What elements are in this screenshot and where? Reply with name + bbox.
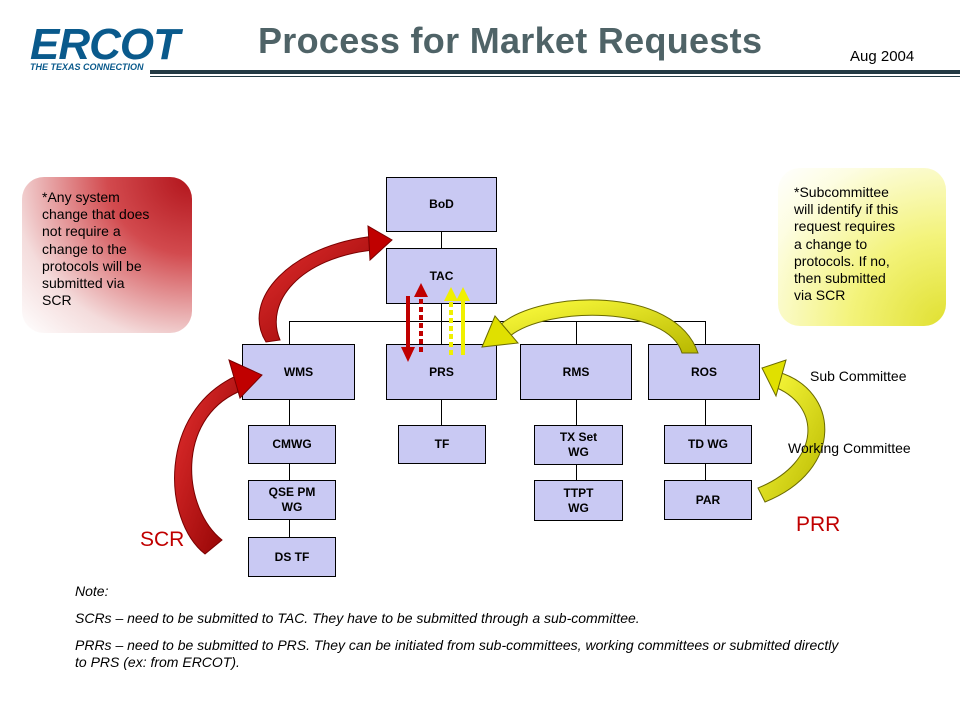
notes-section: Note: SCRs – need to be submitted to TAC…	[75, 583, 845, 681]
sub-committee-label: Sub Committee	[810, 368, 907, 384]
prr-note-text: PRRs – need to be submitted to PRS. They…	[75, 637, 839, 670]
ds-tf-box: DS TF	[248, 537, 336, 577]
prr-arrow-ros-prs	[481, 299, 699, 354]
tf-box: TF	[398, 425, 486, 464]
connector-bus-prs	[441, 321, 442, 345]
connector-bus-wms	[289, 321, 290, 345]
rms-box: RMS	[520, 344, 632, 400]
scr-note-callout: *Any system change that does not require…	[22, 177, 192, 333]
par-box: PAR	[664, 480, 752, 520]
tac-prs-yellow-arrows	[444, 287, 470, 355]
scr-note-text: SCRs – need to be submitted to TAC. They…	[75, 610, 640, 626]
tac-prs-red-arrows	[401, 283, 428, 362]
page-title: Process for Market Requests	[258, 20, 763, 61]
connector-bus-ros	[705, 321, 706, 345]
prr-arrow-working	[757, 359, 826, 503]
ros-box: ROS	[648, 344, 760, 400]
cmwg-box: CMWG	[248, 425, 336, 464]
scr-arrow-wms	[174, 359, 263, 555]
ercot-logo: ERCOT	[30, 20, 180, 69]
notes-heading: Note:	[75, 583, 109, 599]
date-label: Aug 2004	[850, 48, 915, 65]
connector-tac-bus	[441, 303, 442, 322]
header-rule-thin	[150, 76, 960, 77]
connector-wms-groups	[289, 399, 290, 537]
ercot-logo-tagline: THE TEXAS CONNECTION	[30, 62, 144, 72]
scr-label: SCR	[140, 528, 185, 551]
prr-label: PRR	[796, 513, 841, 536]
qse-pm-wg-box: QSE PM WG	[248, 480, 336, 520]
td-wg-box: TD WG	[664, 425, 752, 464]
working-committee-label: Working Committee	[788, 440, 911, 456]
bod-box: BoD	[386, 177, 497, 232]
connector-prs-groups	[441, 399, 442, 425]
header-rule	[150, 70, 960, 74]
tac-box: TAC	[386, 248, 497, 304]
scr-arrow-tac	[258, 225, 393, 343]
subcommittee-note-callout: *Subcommittee will identify if this requ…	[778, 168, 946, 326]
connector-bod-tac	[441, 231, 442, 248]
connector-bus-rms	[576, 321, 577, 345]
tx-set-wg-box: TX Set WG	[534, 425, 623, 465]
wms-box: WMS	[242, 344, 355, 400]
ttpt-wg-box: TTPT WG	[534, 480, 623, 521]
